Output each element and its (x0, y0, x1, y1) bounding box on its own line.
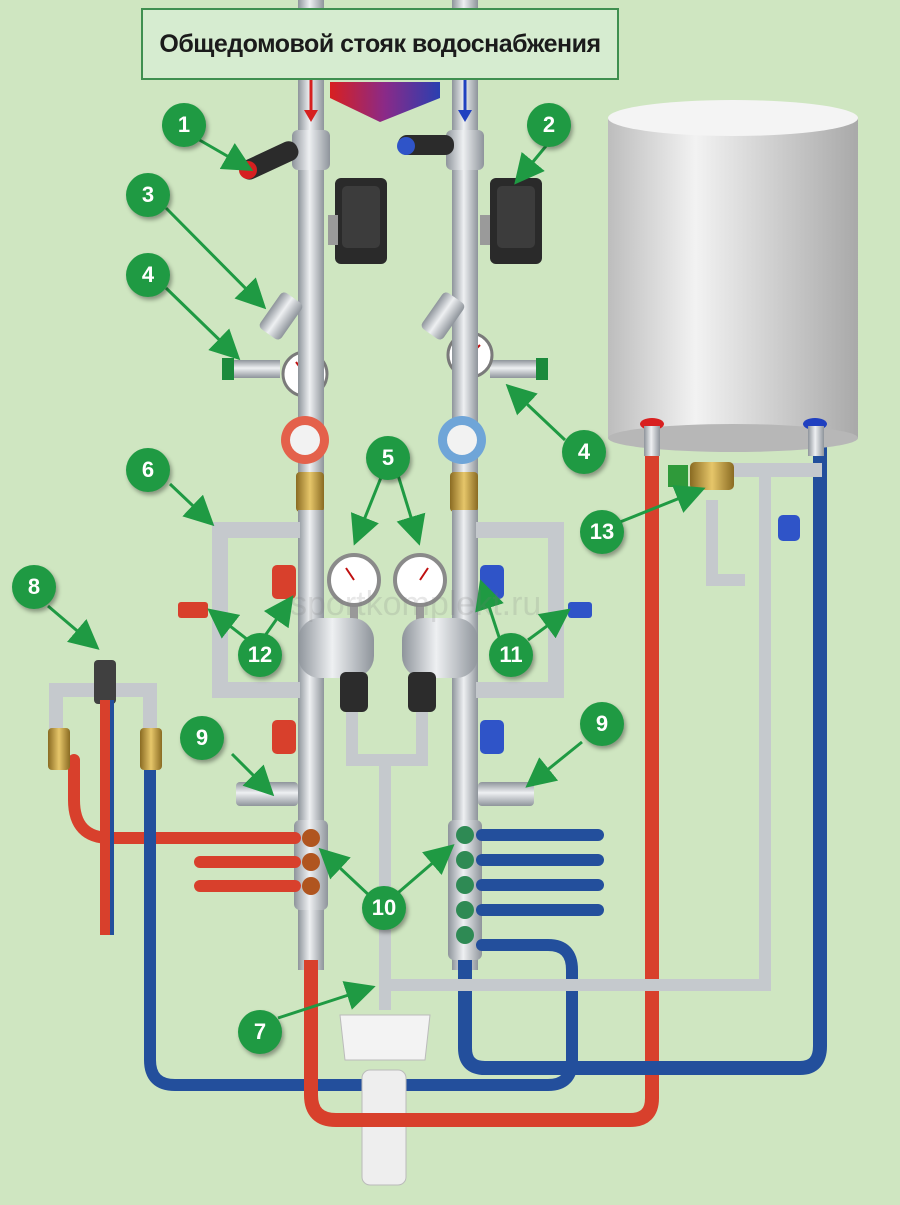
actuator-cold (480, 178, 542, 264)
callout-4b: 4 (562, 430, 606, 474)
callout-10: 10 (362, 886, 406, 930)
gauge-hot (327, 553, 381, 620)
water-meter-hot (281, 330, 329, 520)
callout-5: 5 (366, 436, 410, 480)
collector-cold (448, 820, 482, 960)
thermostatic-mixer (48, 660, 162, 935)
valve-hot-12 (272, 565, 296, 599)
gauge-cold (393, 553, 447, 620)
callout-8: 8 (12, 565, 56, 609)
callout-12: 12 (238, 633, 282, 677)
strainer-cold (421, 292, 465, 340)
water-heater (608, 100, 858, 456)
callout-9b: 9 (580, 702, 624, 746)
callout-9a: 9 (180, 716, 224, 760)
water-meter-cold (438, 330, 486, 520)
actuator-hot (328, 178, 387, 264)
cold-branch-pipes (144, 754, 604, 1091)
callout-4a: 4 (126, 253, 170, 297)
ball-valve-cold (397, 130, 484, 170)
flow-arrow (330, 82, 440, 122)
regulator-cold (402, 618, 478, 712)
regulator-hot (298, 618, 374, 712)
title-banner: Общедомовой стояк водоснабжения (141, 8, 619, 80)
drain-funnel (339, 1014, 431, 1186)
callout-3: 3 (126, 173, 170, 217)
callout-13: 13 (580, 510, 624, 554)
callout-6: 6 (126, 448, 170, 492)
outlet-hot (236, 782, 298, 806)
safety-valve-group (668, 462, 822, 586)
strainer-hot (259, 292, 303, 340)
drain-line (346, 712, 428, 1010)
outlet-cold (478, 782, 534, 806)
callout-2: 2 (527, 103, 571, 147)
cold-main-loop (458, 425, 827, 1075)
collector-hot (294, 820, 328, 910)
hot-main-loop (304, 425, 659, 1127)
callout-1: 1 (162, 103, 206, 147)
diagram-title: Общедомовой стояк водоснабжения (159, 29, 601, 58)
callout-11: 11 (489, 633, 533, 677)
callout-7: 7 (238, 1010, 282, 1054)
